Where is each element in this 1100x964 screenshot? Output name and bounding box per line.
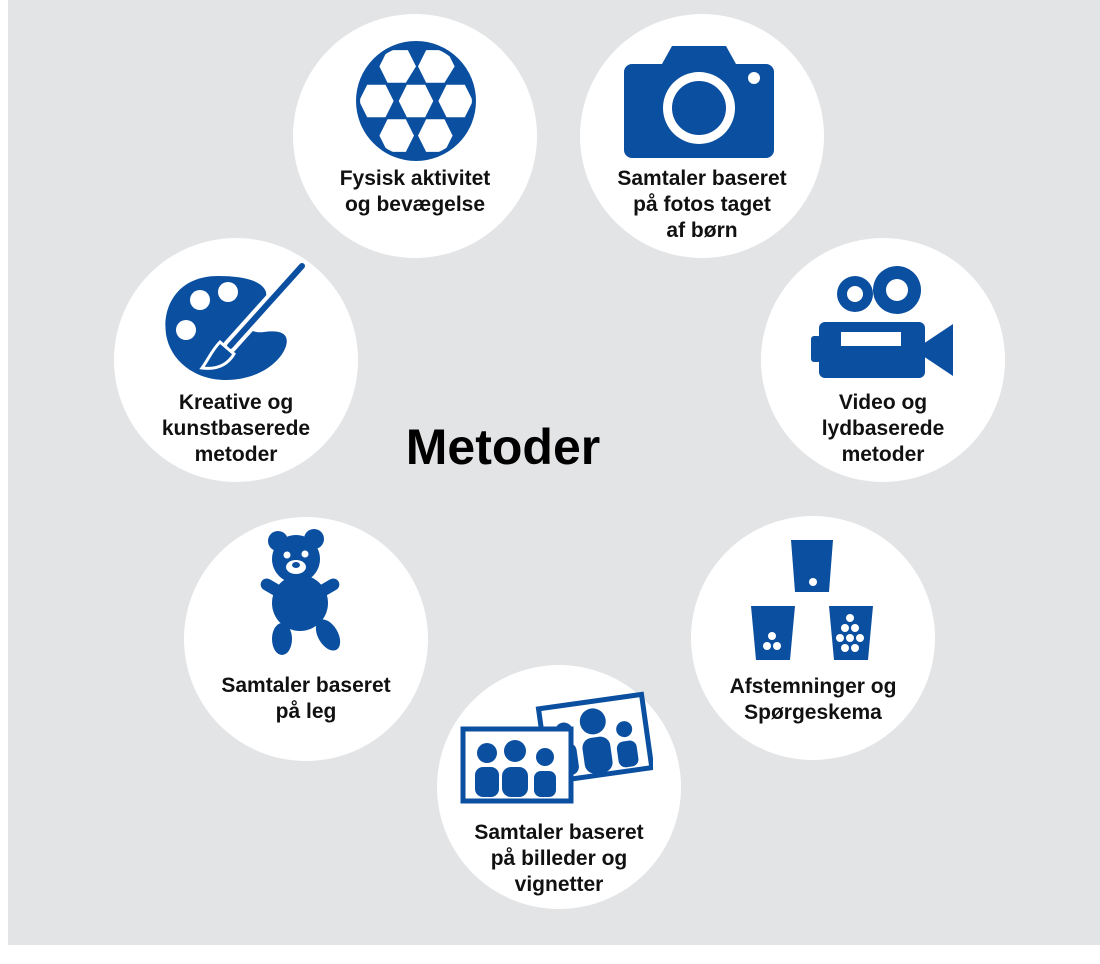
camera-icon — [622, 40, 776, 158]
method-polls-surveys: Afstemninger og Spørgeskema — [691, 516, 935, 760]
method-label: Samtaler baseret på leg — [221, 674, 391, 723]
method-video-audio: Video og lydbaserede metoder — [761, 238, 1005, 482]
method-label: Video og lydbaserede metoder — [821, 391, 945, 466]
teddy-bear-icon — [256, 529, 352, 657]
method-play-conversations: Samtaler baseret på leg — [184, 517, 428, 761]
ballot-cups-icon — [743, 536, 883, 668]
method-label: Samtaler baseret på fotos taget af børn — [617, 167, 787, 242]
diagram-title: Metoder — [405, 419, 601, 475]
method-label: Samtaler baseret på billeder og vignette… — [474, 821, 644, 896]
method-photo-conversations: Samtaler baseret på fotos taget af børn — [580, 14, 824, 258]
diagram-canvas: Metoder Fysisk aktivitet og be — [8, 0, 1100, 945]
method-pictures-vignettes: Samtaler baseret på billeder og vignette… — [437, 665, 681, 909]
paint-palette-icon — [156, 256, 312, 386]
football-icon — [355, 40, 477, 162]
photos-people-icon — [457, 687, 653, 807]
method-label: Afstemninger og Spørgeskema — [729, 675, 897, 724]
method-label: Kreative og kunstbaserede metoder — [161, 391, 311, 466]
method-creative-arts: Kreative og kunstbaserede metoder — [114, 238, 358, 482]
method-label: Fysisk aktivitet og bevægelse — [339, 167, 491, 216]
video-camera-icon — [811, 264, 957, 384]
method-physical-activity: Fysisk aktivitet og bevægelse — [293, 14, 537, 258]
